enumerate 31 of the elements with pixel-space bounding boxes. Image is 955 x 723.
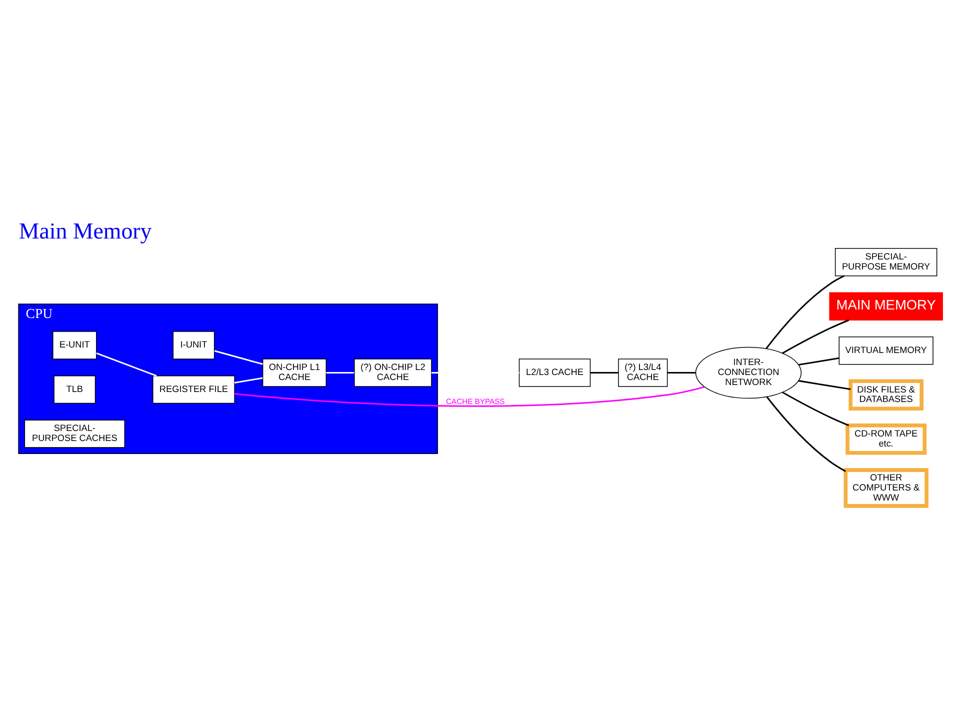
node-box: SPECIAL- PURPOSE CACHES [24,420,126,448]
node-box: (?) ON-CHIP L2 CACHE [354,358,432,387]
connector [214,350,263,365]
node-box: OTHER COMPUTERS & WWW [844,468,928,508]
connector [234,386,705,407]
diagram-title: Main Memory [18,218,152,244]
connector [590,372,618,374]
node-box: DISK FILES & DATABASES [848,379,924,411]
node-box: L2/L3 CACHE [518,358,591,387]
node-box: VIRTUAL MEMORY [838,336,934,365]
connector [326,372,354,374]
connector [766,396,846,472]
node-box: SPECIAL- PURPOSE MEMORY [834,248,938,276]
node-box: MAIN MEMORY [829,292,943,320]
node-box: REGISTER FILE [152,375,235,404]
node-box: (?) L3/L4 CACHE [618,358,668,387]
connector [798,357,840,366]
connector [766,275,845,350]
edge-label: CACHE BYPASS [446,397,505,406]
node-ellipse: INTER- CONNECTION NETWORK [695,346,802,399]
node-box: ON-CHIP L1 CACHE [262,358,327,387]
connector [782,319,850,354]
node-box: I-UNIT [172,331,215,360]
connector [96,352,157,376]
node-box: TLB [54,375,96,404]
node-box: CD-ROM TAPE etc. [846,424,927,455]
node-box: E-UNIT [52,331,97,360]
connector [668,372,696,374]
connector [782,392,850,426]
connector [798,380,851,390]
connector [234,377,263,384]
